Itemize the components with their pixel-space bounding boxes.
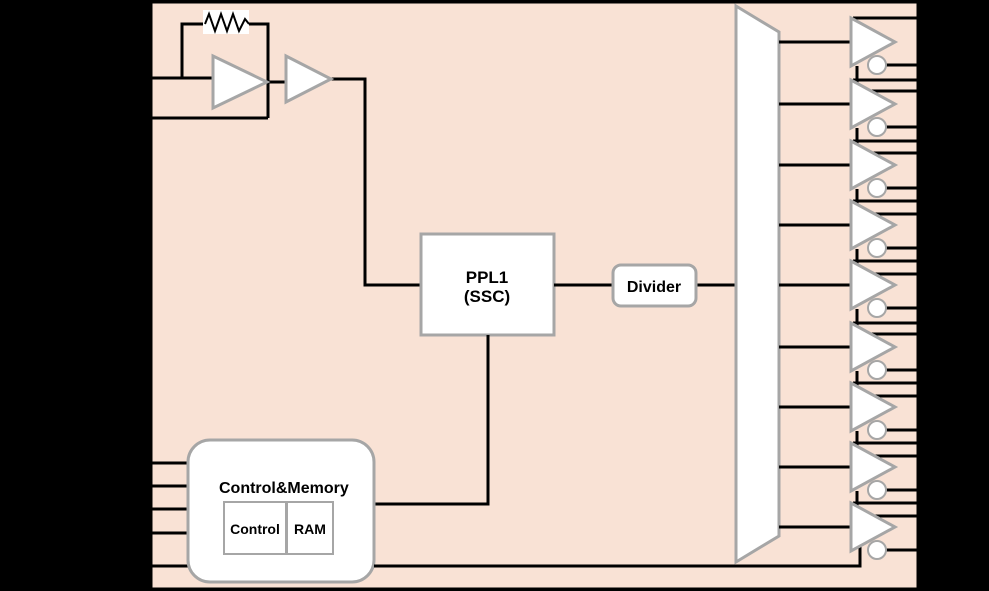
feedback-path-left bbox=[180, 22, 205, 78]
control-memory-title: Control&Memory bbox=[219, 480, 349, 497]
feedback-path-right bbox=[247, 22, 270, 118]
output-mux[interactable] bbox=[734, 3, 781, 565]
output-buffer-2-bubble-icon bbox=[867, 117, 887, 137]
divider-block-rect[interactable] bbox=[611, 263, 698, 308]
pll-output-net bbox=[374, 283, 736, 506]
output-buffer-2-triangle[interactable] bbox=[849, 77, 899, 131]
output-buffer-2[interactable] bbox=[849, 77, 918, 155]
output-buffer-3-bubble-icon bbox=[867, 178, 887, 198]
amp2-to-pll bbox=[331, 77, 421, 287]
output-buffer-8[interactable] bbox=[849, 440, 918, 518]
output-buffer-9[interactable] bbox=[849, 500, 918, 560]
pll-label-line2: (SSC) bbox=[464, 287, 510, 306]
buffer-inverter bbox=[284, 53, 335, 105]
output-buffer-group bbox=[849, 15, 918, 560]
output-buffer-4-bubble-icon bbox=[867, 238, 887, 258]
pll-block[interactable]: PPL1 (SSC) bbox=[419, 232, 556, 337]
output-buffer-9-triangle[interactable] bbox=[849, 500, 899, 554]
output-buffer-4-triangle[interactable] bbox=[849, 198, 899, 252]
output-buffer-8-triangle[interactable] bbox=[849, 440, 899, 494]
feedback-resistor bbox=[203, 10, 250, 35]
output-buffer-8-bubble-icon bbox=[867, 480, 887, 500]
pll-label-line1: PPL1 bbox=[466, 268, 509, 287]
output-buffer-5-bubble-icon bbox=[867, 298, 887, 318]
ram-sub-block[interactable] bbox=[286, 501, 334, 555]
amplifier-group bbox=[211, 53, 335, 111]
left-pin-group bbox=[151, 76, 268, 568]
output-buffer-1-bubble-icon bbox=[867, 55, 887, 75]
divider-block[interactable]: Divider bbox=[611, 263, 698, 308]
divider-label: Divider bbox=[627, 279, 681, 296]
output-buffer-7-bubble-icon bbox=[867, 420, 887, 440]
control-sub-label: Control bbox=[230, 521, 280, 537]
control-memory-block[interactable]: Control&Memory Control RAM bbox=[186, 438, 376, 584]
oscillator-inverter bbox=[211, 53, 271, 111]
control-sub-block[interactable] bbox=[223, 501, 287, 555]
output-buffer-9-bubble-icon bbox=[867, 540, 887, 560]
resistor-zigzag-icon bbox=[204, 10, 250, 35]
output-buffer-6-bubble-icon bbox=[867, 360, 887, 380]
output-buffer-7[interactable] bbox=[849, 380, 918, 458]
mux-output-lines bbox=[779, 40, 851, 529]
output-buffer-7-triangle[interactable] bbox=[849, 380, 899, 434]
output-buffer-3-triangle[interactable] bbox=[849, 138, 899, 192]
output-buffer-1[interactable] bbox=[849, 15, 918, 93]
output-buffer-6-triangle[interactable] bbox=[849, 320, 899, 374]
output-buffer-1-triangle[interactable] bbox=[849, 15, 899, 69]
control-to-output-bus bbox=[374, 541, 862, 568]
ram-sub-label: RAM bbox=[294, 521, 326, 537]
pll-block-rect[interactable] bbox=[419, 232, 556, 337]
control-to-pll bbox=[374, 335, 490, 506]
output-buffer-5-triangle[interactable] bbox=[849, 258, 899, 312]
